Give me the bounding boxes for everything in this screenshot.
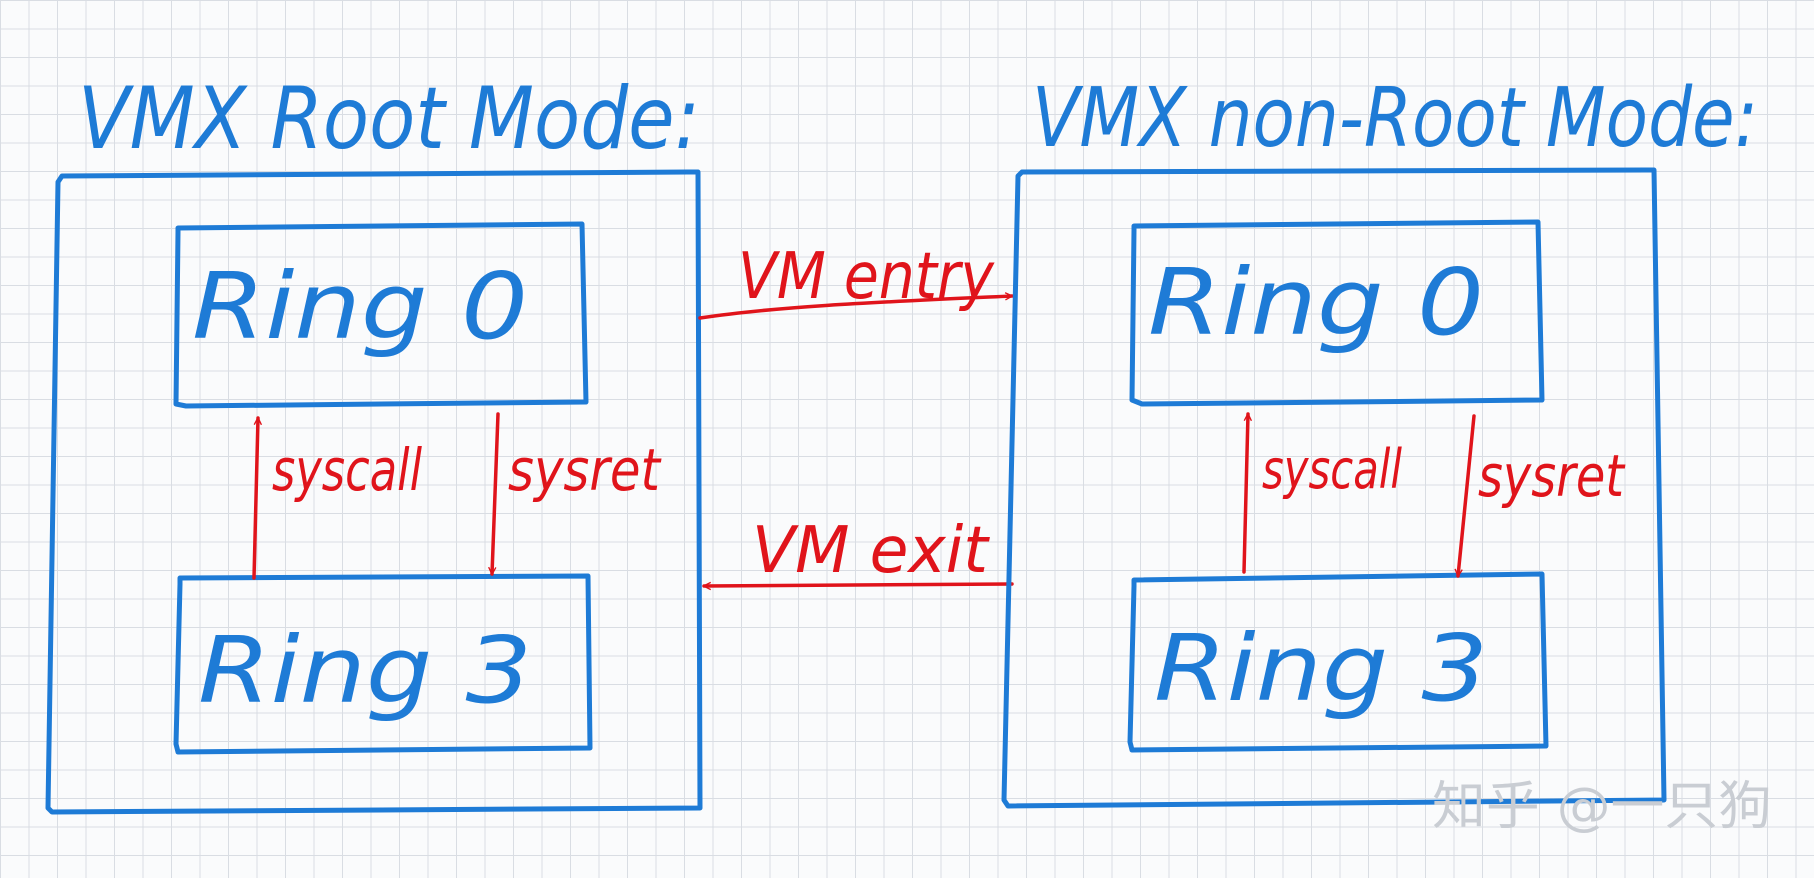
non-root-ring-3-box: Ring 3: [1127, 571, 1549, 753]
non-root-syscall-label: syscall: [1262, 438, 1402, 501]
root-ring-0-label: Ring 0: [192, 253, 528, 360]
non-root-ring-0-box: Ring 0: [1129, 219, 1545, 407]
non-root-mode-outer-box: [1001, 167, 1667, 809]
root-syscall-arrow: [252, 416, 258, 580]
non-root-syscall-arrow: [1242, 412, 1248, 574]
root-ring-3-label: Ring 3: [198, 617, 532, 724]
vm-exit-arrow: [702, 584, 1014, 586]
root-sysret-label: sysret: [508, 436, 662, 504]
non-root-sysret-arrow: [1458, 414, 1476, 576]
root-ring-3-box: Ring 3: [173, 573, 593, 755]
vm-transitions: VM entry VM exit: [698, 240, 1014, 588]
root-mode-title: VMX Root Mode:: [78, 69, 700, 169]
vm-entry-arrow: [698, 296, 1014, 320]
non-root-sysret-label: sysret: [1478, 442, 1626, 510]
root-sysret-arrow: [492, 412, 500, 576]
non-root-ring-3-label: Ring 3: [1154, 615, 1488, 722]
non-root-ring-0-label: Ring 0: [1148, 249, 1484, 356]
root-ring-0-box: Ring 0: [173, 221, 589, 409]
root-syscall-label: syscall: [272, 436, 422, 504]
vm-exit-label: VM exit: [752, 514, 991, 588]
non-root-mode-panel: VMX non-Root Mode: Ring 0 Ring 3 syscall…: [1001, 71, 1758, 809]
watermark: 知乎 @一只狗: [1432, 777, 1772, 837]
non-root-mode-title: VMX non-Root Mode:: [1032, 71, 1758, 166]
root-mode-outer-box: [45, 169, 703, 815]
root-mode-panel: VMX Root Mode: Ring 0 Ring 3 syscall sys…: [45, 69, 703, 815]
